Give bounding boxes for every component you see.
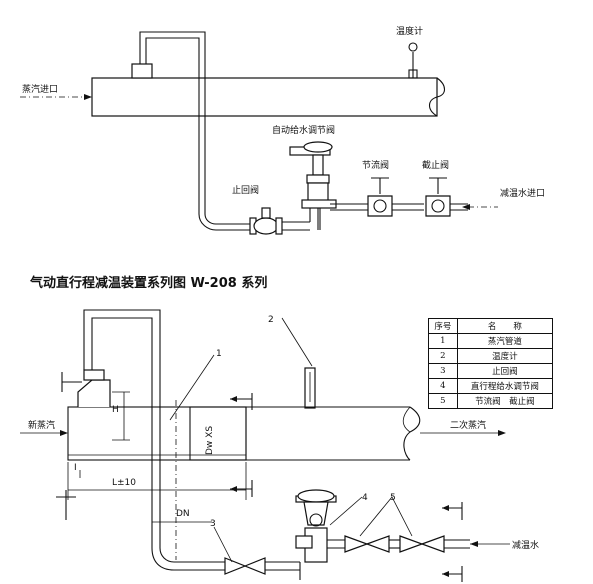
nozzle-block [77,379,111,407]
legend-name: 直行程给水调节阀 [456,378,554,394]
legend-name: 节流阀 截止阀 [456,393,554,409]
parts-legend-table: 序号 名 称 1 蒸汽管道 2 温度计 3 止回阀 4 直行程给水调节阀 5 节… [428,318,554,409]
section-marks [56,372,463,582]
control-valve-label: 自动给水调节阀 [272,124,335,136]
throttle-valve-5-icon [344,535,369,553]
new-steam-arrow [60,430,68,436]
check-valve-label: 止回阀 [232,184,259,196]
injection-nozzle [131,63,153,79]
legend-no: 1 [428,333,458,349]
secondary-steam-label: 二次蒸汽 [450,419,486,431]
callout-5-leader [359,496,413,537]
callout-1: 1 [216,349,222,359]
legend-header-no: 序号 [428,318,458,334]
legend-header-row: 序号 名 称 [428,318,554,334]
top-diagram [20,31,498,235]
check-valve-3-icon [224,557,247,575]
bottom-diagram [20,309,510,582]
dim-dw-label: Dw XS [205,426,215,455]
new-steam-label: 新蒸汽 [28,419,55,431]
callout-2: 2 [268,315,274,325]
callout-3: 3 [210,519,216,529]
control-valve-icon [289,141,337,209]
callout-3-leader [213,526,233,563]
legend-no: 5 [428,393,458,409]
callout-4-leader [329,496,363,526]
stop-valve-icon [425,177,451,217]
steam-inlet-label: 蒸汽进口 [22,83,58,95]
legend-no: 4 [428,378,458,394]
throttle-valve-icon [367,177,393,217]
diagram-title: 气动直行程减温装置系列图 W-208 系列 [30,275,267,291]
callout-1-leader [169,354,215,421]
callout-5: 5 [390,493,396,503]
callout-4: 4 [362,493,368,503]
desuperheater-housing [67,406,247,461]
control-valve-4-icon [295,489,337,563]
dim-i-label: I [74,463,77,473]
legend-name: 止回阀 [456,363,554,379]
dim-dn-label: DN [176,509,190,519]
check-valve-icon [249,207,283,235]
stop-valve-5-icon [399,535,424,553]
legend-row: 5 节流阀 截止阀 [428,393,554,409]
dim-h-label: H [112,405,119,415]
thermometer-label: 温度计 [396,25,423,37]
legend-header-name: 名 称 [456,318,554,334]
pipe-break-mark [428,77,446,117]
callout-2-leader [281,317,313,367]
legend-name: 温度计 [456,348,554,364]
main-steam-pipe [91,77,438,117]
desuper-water-arrow [470,541,478,547]
steam-pipe-body [68,406,410,461]
legend-row: 3 止回阀 [428,363,554,379]
throttle-valve-label: 节流阀 [362,159,389,171]
thermometer-gauge-icon [408,42,418,52]
legend-no: 2 [428,348,458,364]
thermometer-2-icon [300,367,320,409]
desuper-water-label: 减温水 [512,539,539,551]
water-inlet-label: 减温水进口 [500,187,545,199]
legend-no: 3 [428,363,458,379]
stop-valve-label: 截止阀 [422,159,449,171]
legend-row: 2 温度计 [428,348,554,364]
legend-row: 1 蒸汽管道 [428,333,554,349]
dimension-lines [67,391,247,528]
water-loop-pipe [83,309,225,563]
steam-inlet-arrow [84,94,92,100]
legend-name: 蒸汽管道 [456,333,554,349]
legend-row: 4 直行程给水调节阀 [428,378,554,394]
impulse-pipe [139,31,250,225]
dim-l-label: L±10 [112,478,136,488]
water-inlet-arrow [462,204,470,210]
secondary-steam-arrow [498,430,506,436]
